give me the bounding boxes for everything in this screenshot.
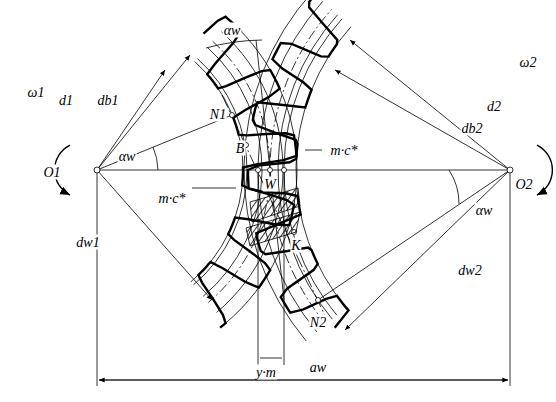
pitch-circle-arc bbox=[244, 0, 312, 341]
dimension-label: W bbox=[263, 177, 277, 192]
dimension-label: αw bbox=[223, 23, 242, 38]
dimension-label: N1 bbox=[209, 107, 227, 122]
dimension-label: ω2 bbox=[519, 55, 538, 70]
pitch-circle-arc bbox=[258, 1, 323, 332]
pitch-circle-arc bbox=[296, 27, 351, 308]
dimension-label: d2 bbox=[486, 99, 502, 114]
dimension-label: N2 bbox=[309, 315, 327, 330]
dimension-label: dw2 bbox=[457, 263, 482, 278]
dimension-label: aw bbox=[309, 360, 327, 375]
dimension-label: αw bbox=[118, 149, 137, 164]
dimension-label: db1 bbox=[97, 93, 120, 108]
pitch-circle-arc bbox=[191, 62, 243, 282]
dimension-label: m·c* bbox=[158, 191, 187, 206]
dimension-label: K bbox=[290, 238, 301, 253]
dimension-label: O2 bbox=[514, 177, 533, 192]
dimension-label: ω1 bbox=[27, 85, 46, 100]
dimension-label: db2 bbox=[461, 121, 484, 136]
dimension-label: y·m bbox=[255, 365, 277, 380]
dimension-label: O1 bbox=[42, 165, 61, 180]
pitch-circle-arc bbox=[203, 47, 262, 296]
pitch-circle-arc bbox=[226, 21, 297, 323]
dimension-label: d1 bbox=[58, 93, 74, 108]
pitch-circle-arc bbox=[193, 59, 247, 285]
gear-tooth-profile bbox=[248, 0, 349, 328]
dimension-label: m·c* bbox=[330, 143, 359, 158]
dimension-label: B bbox=[235, 141, 246, 156]
dimension-label: dw1 bbox=[75, 235, 100, 250]
dimension-label: αw bbox=[475, 203, 494, 218]
